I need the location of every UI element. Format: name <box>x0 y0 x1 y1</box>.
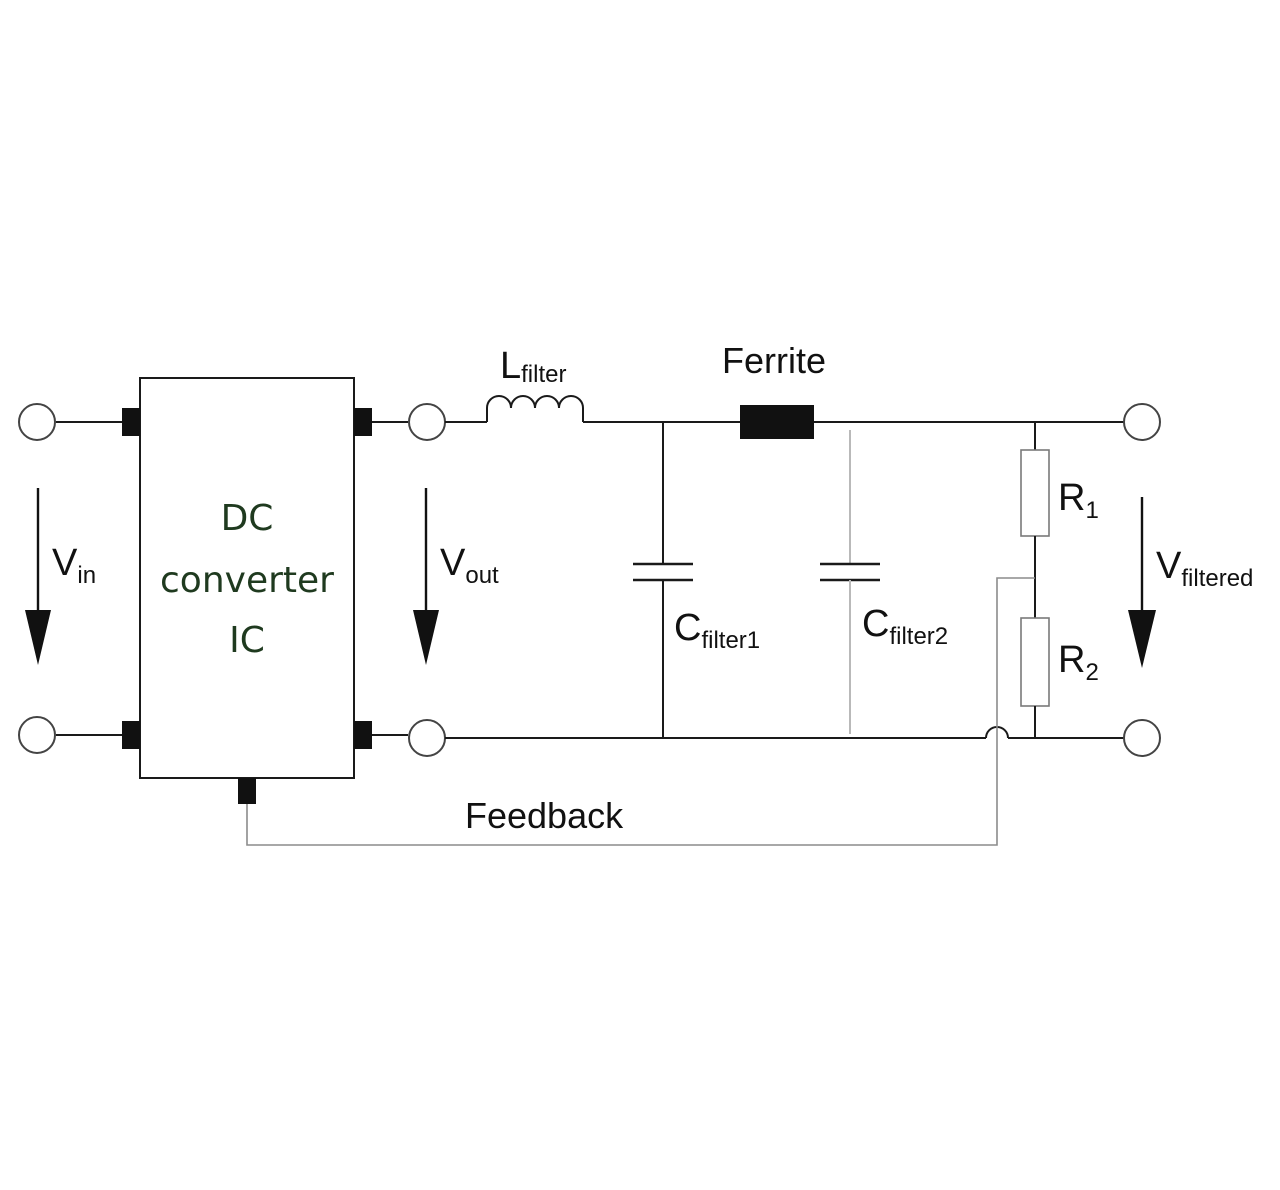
vfiltered-label-sub: filtered <box>1181 565 1253 592</box>
input-terminal-bottom <box>18 716 56 754</box>
ferrite-label: Ferrite <box>722 340 826 381</box>
vout-terminal-bottom <box>408 719 446 757</box>
ic-label-ic: IC <box>229 620 265 661</box>
vout-terminal-top <box>408 403 446 441</box>
cfilter2-label: Cfilter2 <box>862 603 948 650</box>
lfilter-label: Lfilter <box>500 345 566 388</box>
resistor-r2 <box>1020 617 1050 707</box>
vin-label: Vin <box>52 542 96 589</box>
r2-label: R2 <box>1058 639 1099 686</box>
r2-label-main: R <box>1058 639 1085 681</box>
cfilter2-label-main: C <box>862 603 889 645</box>
input-terminal-top <box>18 403 56 441</box>
vfiltered-arrow-head <box>1128 610 1156 668</box>
cfilter1-label: Cfilter1 <box>674 607 760 654</box>
dc-converter-ic-box <box>139 377 355 779</box>
r1-label-main: R <box>1058 477 1085 519</box>
vout-label: Vout <box>440 542 499 589</box>
vfiltered-label: Vfiltered <box>1156 545 1253 592</box>
vin-label-main: V <box>52 542 78 584</box>
ic-pin-vin-top <box>122 408 140 436</box>
r2-label-sub: 2 <box>1085 659 1098 686</box>
cfilter2-label-sub: filter2 <box>889 623 948 650</box>
feedback-label: Feedback <box>465 795 624 836</box>
ic-pin-feedback <box>238 778 256 804</box>
ic-pin-vout-top <box>354 408 372 436</box>
resistor-r1 <box>1020 449 1050 537</box>
r1-label-sub: 1 <box>1085 497 1098 524</box>
lfilter-label-sub: filter <box>521 361 566 388</box>
vout-arrow-head <box>413 610 439 665</box>
vfiltered-terminal-top <box>1123 403 1161 441</box>
vfiltered-terminal-bottom <box>1123 719 1161 757</box>
cfilter1-label-sub: filter1 <box>701 627 760 654</box>
ic-pin-vin-bottom <box>122 721 140 749</box>
cfilter1-label-main: C <box>674 607 701 649</box>
vfiltered-label-main: V <box>1156 545 1182 587</box>
vin-label-sub: in <box>77 562 96 589</box>
lfilter-label-main: L <box>500 345 521 387</box>
vout-label-sub: out <box>465 562 499 589</box>
ic-label-converter: converter <box>160 560 334 601</box>
ferrite-bead <box>740 405 814 439</box>
ic-pin-vout-bottom <box>354 721 372 749</box>
feedback-wire <box>246 577 1035 846</box>
ic-label-dc: DC <box>221 498 274 539</box>
vout-label-main: V <box>440 542 466 584</box>
vin-arrow-head <box>25 610 51 665</box>
r1-label: R1 <box>1058 477 1099 524</box>
inductor-lfilter <box>486 395 584 422</box>
